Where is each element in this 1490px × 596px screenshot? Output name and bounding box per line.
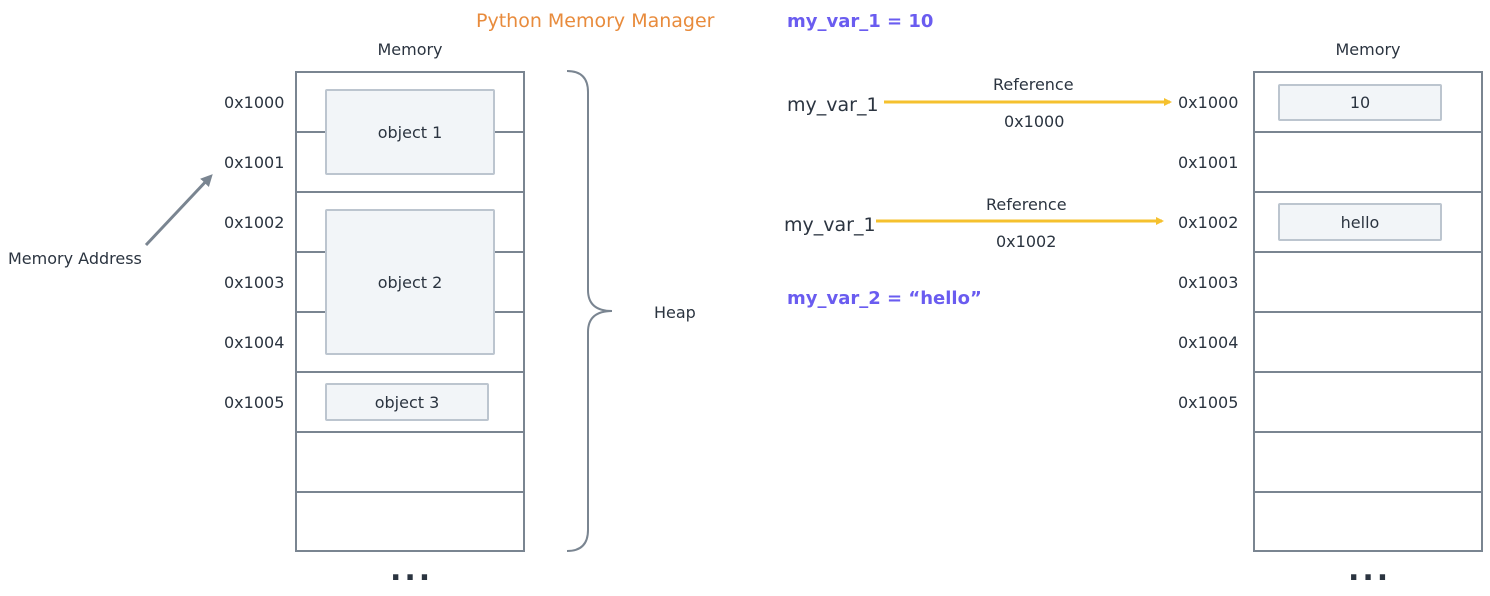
reference-label-1: Reference xyxy=(993,75,1074,94)
right-memory-cell xyxy=(1253,491,1483,552)
left-address: 0x1004 xyxy=(224,333,285,352)
left-address: 0x1000 xyxy=(224,93,285,112)
right-address: 0x1004 xyxy=(1178,333,1239,352)
object-3: object 3 xyxy=(325,383,489,421)
right-address: 0x1000 xyxy=(1178,93,1239,112)
right-memory-column xyxy=(1253,71,1483,552)
right-address: 0x1003 xyxy=(1178,273,1239,292)
reference-variable-1: my_var_1 xyxy=(787,94,879,116)
left-memory-label: Memory xyxy=(377,40,443,59)
code-line-1: my_var_1 = 10 xyxy=(787,11,934,32)
reference-address-2: 0x1002 xyxy=(996,232,1057,251)
left-address: 0x1005 xyxy=(224,393,285,412)
right-address: 0x1005 xyxy=(1178,393,1239,412)
memory-address-arrow xyxy=(144,174,213,247)
right-memory-cell xyxy=(1253,371,1483,433)
left-address: 0x1002 xyxy=(224,213,285,232)
left-memory-cell xyxy=(295,491,525,552)
reference-address-1: 0x1000 xyxy=(1004,112,1065,131)
value-10: 10 xyxy=(1278,84,1442,121)
heap-brace xyxy=(566,70,613,552)
code-line-2: my_var_2 = “hello” xyxy=(787,288,982,309)
diagram-title: Python Memory Manager xyxy=(476,10,715,32)
object-1: object 1 xyxy=(325,89,495,175)
right-address: 0x1001 xyxy=(1178,153,1239,172)
reference-label-2: Reference xyxy=(986,195,1067,214)
right-memory-label: Memory xyxy=(1335,40,1401,59)
heap-label: Heap xyxy=(654,303,696,322)
memory-address-label: Memory Address xyxy=(8,249,142,268)
reference-variable-2: my_var_1 xyxy=(784,214,876,236)
right-address: 0x1002 xyxy=(1178,213,1239,232)
object-2: object 2 xyxy=(325,209,495,355)
value-hello: hello xyxy=(1278,203,1442,241)
left-address: 0x1001 xyxy=(224,153,285,172)
left-address: 0x1003 xyxy=(224,273,285,292)
